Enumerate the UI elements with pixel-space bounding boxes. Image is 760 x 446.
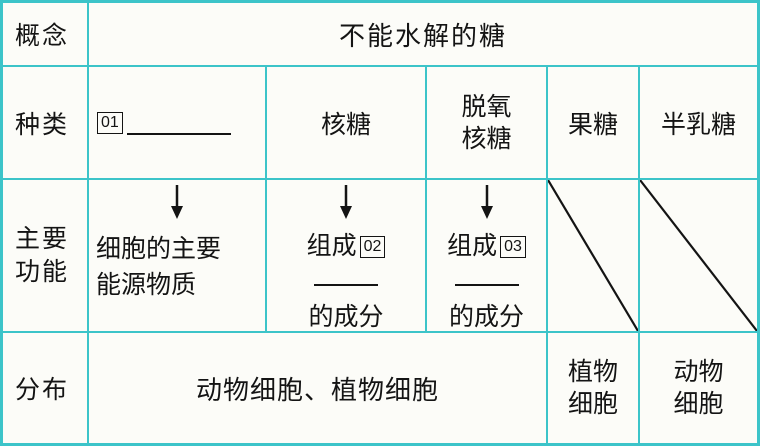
- types-label: 种类: [15, 110, 70, 139]
- compose-prefix: 组成: [306, 232, 357, 260]
- row-label-types: 种类: [3, 67, 89, 180]
- diagonal-slash: [640, 180, 757, 331]
- main-function-label: 主要 功能: [15, 223, 69, 288]
- function-glucose-cell: 细胞的主要 能源物质: [89, 180, 267, 333]
- fill-in-blank-line-03: [454, 284, 519, 286]
- concept-value: 不能水解的糖: [338, 20, 507, 51]
- type-fructose-cell: 果糖: [548, 67, 640, 180]
- fructose-distribution-line2: 细胞: [567, 390, 618, 418]
- glucose-function-line2: 能源物质: [96, 271, 197, 300]
- deoxyribose-line1: 脱氧: [461, 92, 512, 121]
- fill-in-blank-line-02: [314, 284, 378, 286]
- fructose-label: 果糖: [567, 110, 618, 139]
- table-grid: 概念 不能水解的糖 种类 01 核糖 脱氧 核糖 果糖 半乳糖: [3, 3, 757, 443]
- type-ribose-cell: 核糖: [267, 67, 427, 180]
- fructose-distribution: 植物 细胞: [568, 356, 618, 420]
- glucose-function-text: 细胞的主要 能源物质: [89, 231, 221, 304]
- concept-value-cell: 不能水解的糖: [89, 3, 757, 67]
- compose-suffix: 的成分: [448, 303, 524, 331]
- distribution-galactose-cell: 动物 细胞: [640, 333, 757, 443]
- type-galactose-cell: 半乳糖: [640, 67, 757, 180]
- down-arrow-icon: [340, 185, 352, 219]
- glucose-function-line1: 细胞的主要: [96, 235, 222, 263]
- distribution-main-cell: 动物细胞、植物细胞: [89, 333, 548, 443]
- type-deoxyribose-cell: 脱氧 核糖: [427, 67, 548, 180]
- row-label-distribution: 分布: [3, 333, 89, 443]
- fructose-distribution-line1: 植物: [567, 358, 618, 386]
- main-function-line1: 主要: [15, 225, 70, 253]
- compose-prefix: 组成: [447, 232, 498, 260]
- distribution-main-text: 动物细胞、植物细胞: [195, 374, 439, 405]
- distribution-fructose-cell: 植物 细胞: [548, 333, 640, 443]
- blank-number-box-03: 03: [500, 236, 526, 259]
- distribution-label: 分布: [15, 376, 70, 404]
- fill-in-blank-line-01: [126, 111, 231, 135]
- deoxyribose-label: 脱氧 核糖: [461, 91, 511, 155]
- galactose-distribution-line1: 动物: [673, 358, 724, 386]
- galactose-label: 半乳糖: [660, 110, 736, 139]
- down-arrow-icon: [171, 185, 183, 219]
- deoxyribose-line2: 核糖: [461, 124, 512, 153]
- concept-label: 概念: [15, 22, 70, 50]
- compose-suffix: 的成分: [308, 303, 384, 331]
- blank-number-box-02: 02: [359, 236, 386, 259]
- ribose-label: 核糖: [320, 110, 371, 139]
- function-galactose-empty-cell: [640, 180, 757, 333]
- row-label-main-function: 主要 功能: [3, 180, 89, 333]
- down-arrow-icon: [480, 185, 493, 219]
- blank-number-box-01: 01: [97, 111, 123, 134]
- type-glucose-blank-cell: 01: [89, 67, 267, 180]
- main-function-line2: 功能: [15, 257, 70, 286]
- row-label-concept: 概念: [3, 3, 89, 67]
- galactose-distribution: 动物 细胞: [673, 356, 723, 420]
- galactose-distribution-line2: 细胞: [673, 390, 724, 418]
- function-fructose-empty-cell: [548, 180, 640, 333]
- diagonal-slash: [548, 180, 638, 331]
